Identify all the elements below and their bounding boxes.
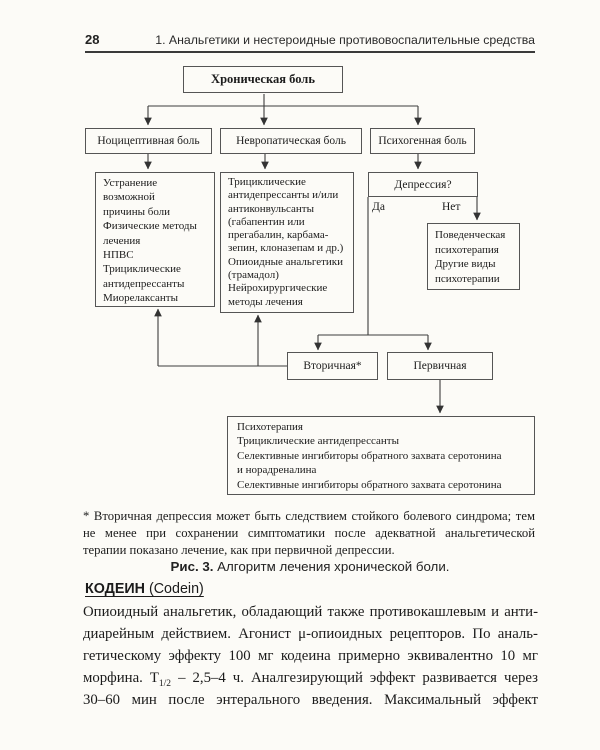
node-behavioral-therapy: Поведенческая психотерапия Другие виды п… [427,223,520,290]
node-nociceptive-pain: Ноцицептивная боль [85,128,212,154]
figure-caption-text: Алгоритм лечения хронической боли. [213,559,450,574]
node-primary-depression-treatment: Психотерапия Трициклические антидепресса… [227,416,535,495]
footnote: * Вторичная депрессия может быть следств… [83,509,535,557]
drug-description-part1: Опиоидный анальгетик, обладающий также п… [83,604,538,686]
node-secondary-depression: Вторичная* [287,352,378,380]
header-rule [85,51,535,53]
drug-description-part2: – 2,5–4 ч. Аналгезирующий эффект развива… [83,670,539,708]
running-title: 1. Анальгетики и нестероидные противовос… [155,33,535,47]
node-chronic-pain: Хроническая боль [183,66,343,93]
drug-description: Опиоидный анальгетик, обладающий также п… [83,601,538,711]
node-neuropathic-pain: Невропатическая боль [220,128,362,154]
node-depression-question: Депрессия? [368,172,478,197]
node-neuropathic-treatment: Трициклические антидепрессанты и/или ант… [220,172,354,313]
drug-name-latin: (Codein) [144,581,204,597]
half-life-subscript: 1/2 [158,678,172,689]
drug-name: КОДЕИН [85,581,145,597]
label-yes: Да [372,201,385,213]
node-primary-depression: Первичная [387,352,493,380]
drug-heading: КОДЕИН (Codein) [85,581,204,597]
node-nociceptive-treatment: Устранение возможной причины боли Физиче… [95,172,215,307]
figure-caption-label: Рис. 3. [170,559,214,574]
page-number: 28 [85,32,100,47]
figure-caption: Рис. 3. Алгоритм лечения хронической бол… [85,559,535,574]
label-no: Нет [442,201,461,213]
node-psychogenic-pain: Психогенная боль [370,128,475,154]
